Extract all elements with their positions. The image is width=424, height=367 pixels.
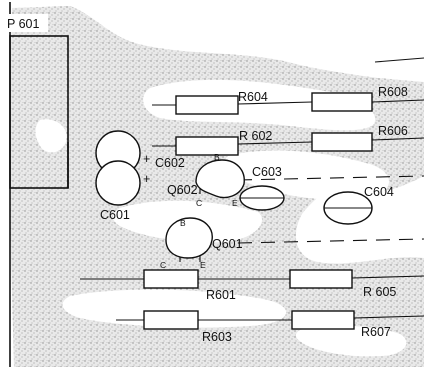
connector-label: P 601 bbox=[7, 17, 39, 31]
resistor-r601: R601 bbox=[143, 269, 236, 302]
resistor-label: R606 bbox=[378, 124, 408, 138]
resistor-r608: R608 bbox=[311, 85, 408, 112]
capacitor-c603: C603 bbox=[239, 165, 285, 211]
pin-label-b: B bbox=[214, 152, 220, 162]
resistor-r602: R 602 bbox=[175, 129, 272, 156]
plus-sign: + bbox=[143, 172, 150, 186]
pin-label-e: E bbox=[232, 198, 238, 208]
resistor-r605: R 605 bbox=[289, 269, 396, 299]
dashed-lines bbox=[237, 175, 424, 244]
capacitor-label: C601 bbox=[100, 208, 130, 222]
resistor-label: R608 bbox=[378, 85, 408, 99]
capacitor-label: C603 bbox=[252, 165, 282, 179]
capacitor-c601: + C601 bbox=[95, 160, 150, 222]
plus-sign: + bbox=[143, 152, 150, 166]
resistor-r606: R606 bbox=[311, 124, 408, 152]
resistor-r604: R604 bbox=[175, 90, 268, 115]
capacitor-label: C604 bbox=[364, 185, 394, 199]
pin-label-e: E bbox=[200, 260, 206, 270]
resistor-r603: R603 bbox=[143, 310, 232, 344]
resistor-label: R603 bbox=[202, 330, 232, 344]
transistor-q602: Q602 B C E bbox=[167, 152, 245, 208]
resistor-label: R601 bbox=[206, 288, 236, 302]
transistor-q601: Q601 B C E bbox=[160, 217, 243, 270]
resistor-label: R 605 bbox=[363, 285, 396, 299]
resistor-label: R 602 bbox=[239, 129, 272, 143]
resistor-label: R604 bbox=[238, 90, 268, 104]
capacitor-label: C602 bbox=[155, 156, 185, 170]
pin-label-c: C bbox=[160, 260, 166, 270]
pin-label-c: C bbox=[196, 198, 202, 208]
transistor-label: Q602 bbox=[167, 183, 198, 197]
connector-p601: P 601 bbox=[4, 2, 69, 367]
resistor-label: R607 bbox=[361, 325, 391, 339]
capacitor-c604: C604 bbox=[323, 185, 394, 225]
resistor-r607: R607 bbox=[291, 310, 391, 339]
pin-label-b: B bbox=[180, 218, 186, 228]
transistor-label: Q601 bbox=[212, 237, 243, 251]
